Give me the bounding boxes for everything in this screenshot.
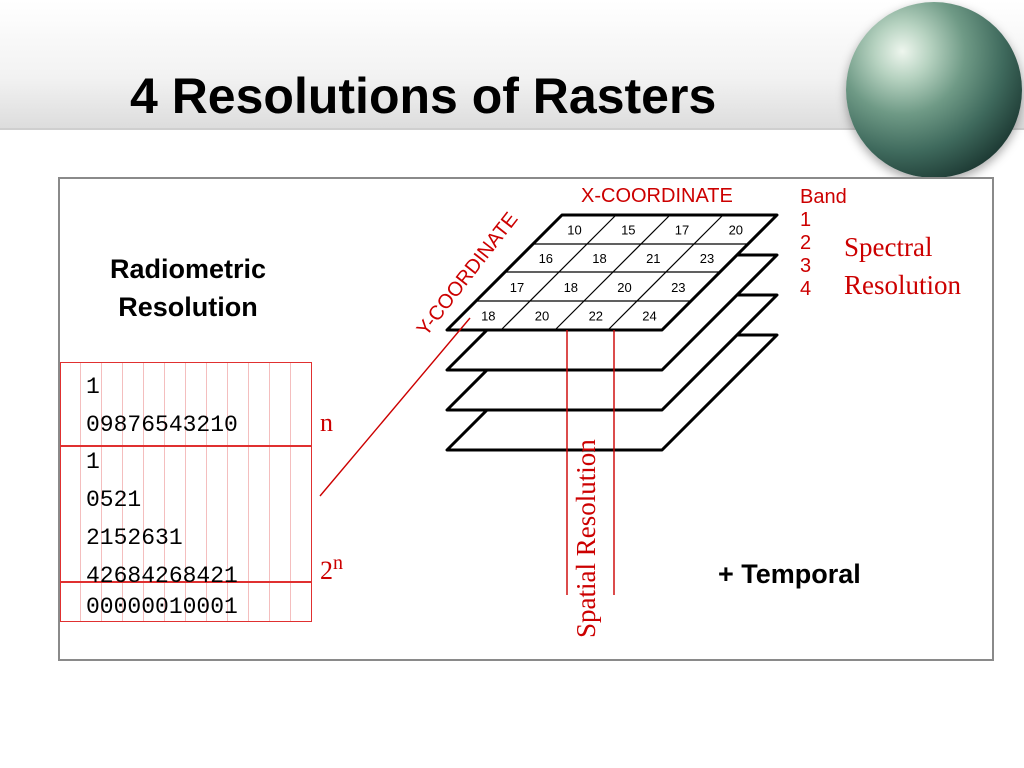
bit-value-text: 1 0521 2152631 42684268421 [86, 449, 238, 589]
radiometric-label-line1: Radiometric [109, 254, 267, 284]
grid-cell-value: 20 [617, 280, 631, 295]
grid-cell-value: 20 [535, 309, 549, 324]
grid-cell-value: 24 [642, 309, 656, 324]
grid-cell-value: 22 [589, 309, 603, 324]
y-axis-leader [319, 317, 471, 497]
grid-cell-value: 18 [564, 280, 578, 295]
two-to-n-label: 2n [320, 548, 343, 586]
two-base: 2 [320, 556, 333, 585]
grid-cell-value: 15 [621, 222, 635, 237]
bit-sample-box [60, 582, 312, 622]
grid-cell-value: 16 [539, 251, 553, 266]
bit-position-text: 1 09876543210 [86, 374, 238, 438]
grid-col-line [607, 214, 724, 331]
globe-icon [846, 2, 1022, 178]
grid-cell-value: 17 [675, 222, 689, 237]
band-item: 1 [800, 209, 812, 231]
band-item: 2 [800, 232, 812, 254]
grid-cell-value: 10 [567, 222, 581, 237]
bit-position-box [60, 362, 312, 446]
title-divider [0, 128, 1024, 130]
grid-cell-value: 23 [671, 280, 685, 295]
n-label: n [320, 408, 333, 437]
grid-cell-value: 20 [729, 222, 743, 237]
radiometric-label: Radiometric Resolution [70, 250, 306, 326]
two-exponent: n [333, 552, 343, 574]
band-header: Band [800, 186, 847, 208]
grid-cell-value: 17 [510, 280, 524, 295]
spectral-label-line2: Resolution [844, 270, 962, 300]
grid-col-line [554, 214, 671, 331]
band-list: Band 1 2 3 4 [800, 186, 847, 301]
spectral-resolution-label: Spectral Resolution [844, 228, 961, 304]
grid-cell-value: 18 [592, 251, 606, 266]
grid-cell-value: 23 [700, 251, 714, 266]
radiometric-label-line2: Resolution [118, 292, 258, 322]
grid-cell-value: 21 [646, 251, 660, 266]
temporal-label: + Temporal [718, 559, 861, 589]
bit-sample-text: 00000010001 [86, 594, 238, 620]
x-coordinate-label: X-COORDINATE [581, 185, 733, 207]
grid-cell-value: 18 [481, 309, 495, 324]
bit-value-box [60, 446, 312, 582]
grid-col-line [500, 214, 617, 331]
slide-title: 4 Resolutions of Rasters [130, 68, 717, 124]
band-item: 4 [800, 278, 812, 300]
bit-column-grid [80, 362, 312, 622]
spectral-label-line1: Spectral [844, 232, 933, 262]
spatial-resolution-label: Spatial Resolution [571, 439, 601, 638]
band-item: 3 [800, 255, 812, 277]
